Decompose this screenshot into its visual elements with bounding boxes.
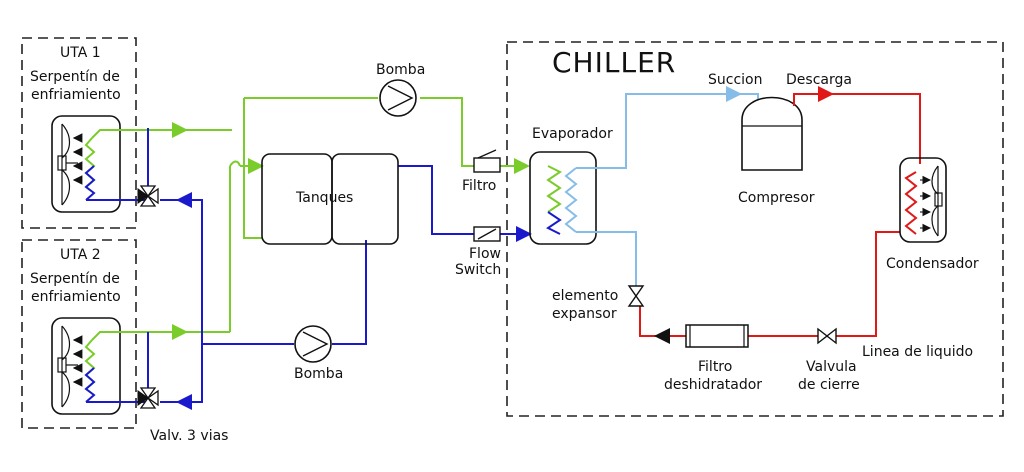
tanks-label: Tanques — [295, 190, 353, 206]
chiller-title: CHILLER — [552, 46, 676, 79]
evaporator-label: Evaporador — [532, 126, 613, 142]
pump-bottom — [294, 325, 332, 363]
filter — [473, 149, 501, 173]
uta2-coil-unit — [51, 317, 121, 415]
shutoff-valve-label-line1: Valvula — [806, 359, 857, 375]
flow-switch-label-line2: Switch — [455, 262, 501, 278]
expansion-label-line2: expansor — [552, 306, 617, 322]
expansion-valve — [627, 285, 645, 307]
suction-label: Succion — [708, 72, 762, 88]
uta1-label-line2: enfriamiento — [31, 87, 121, 103]
filter-dryer-label-line2: deshidratador — [664, 377, 762, 393]
uta1-enclosure — [21, 37, 137, 229]
compressor-label: Compresor — [738, 190, 815, 206]
filter-label: Filtro — [462, 178, 496, 194]
uta1-title: UTA 1 — [60, 45, 101, 61]
filter-dryer-label-line1: Filtro — [698, 359, 732, 375]
condenser-label: Condensador — [886, 256, 979, 272]
pump-bottom-label: Bomba — [294, 366, 343, 382]
flow-switch-label-line1: Flow — [469, 246, 501, 262]
uta2-title: UTA 2 — [60, 247, 101, 263]
tanks — [261, 153, 399, 245]
chilled-water-supply-lines — [91, 97, 530, 341]
uta2-enclosure — [21, 239, 137, 429]
suction-lines — [576, 86, 759, 286]
chilled-water-return-lines — [86, 128, 532, 410]
condenser — [899, 157, 947, 243]
shutoff-valve — [817, 327, 837, 345]
uta1-label-line1: Serpentín de — [30, 69, 120, 85]
filter-dryer — [685, 324, 749, 348]
evaporator — [529, 151, 597, 245]
discharge-label: Descarga — [786, 72, 852, 88]
expansion-label-line1: elemento — [552, 288, 618, 304]
uta2-label-line1: Serpentín de — [30, 271, 120, 287]
compressor — [741, 96, 803, 171]
three-way-valve-1 — [137, 185, 159, 207]
uta2-label-line2: enfriamiento — [31, 289, 121, 305]
three-way-valve-2 — [137, 387, 159, 409]
chiller-enclosure — [506, 41, 1004, 417]
liquid-line-label: Linea de liquido — [862, 344, 973, 360]
flow-switch — [473, 226, 501, 242]
three-way-valve-label: Valv. 3 vias — [150, 428, 228, 444]
refrigerant-lines — [639, 86, 921, 344]
pump-top — [379, 79, 417, 117]
pump-top-label: Bomba — [376, 62, 425, 78]
uta1-coil-unit — [51, 115, 121, 213]
shutoff-valve-label-line2: de cierre — [798, 377, 860, 393]
